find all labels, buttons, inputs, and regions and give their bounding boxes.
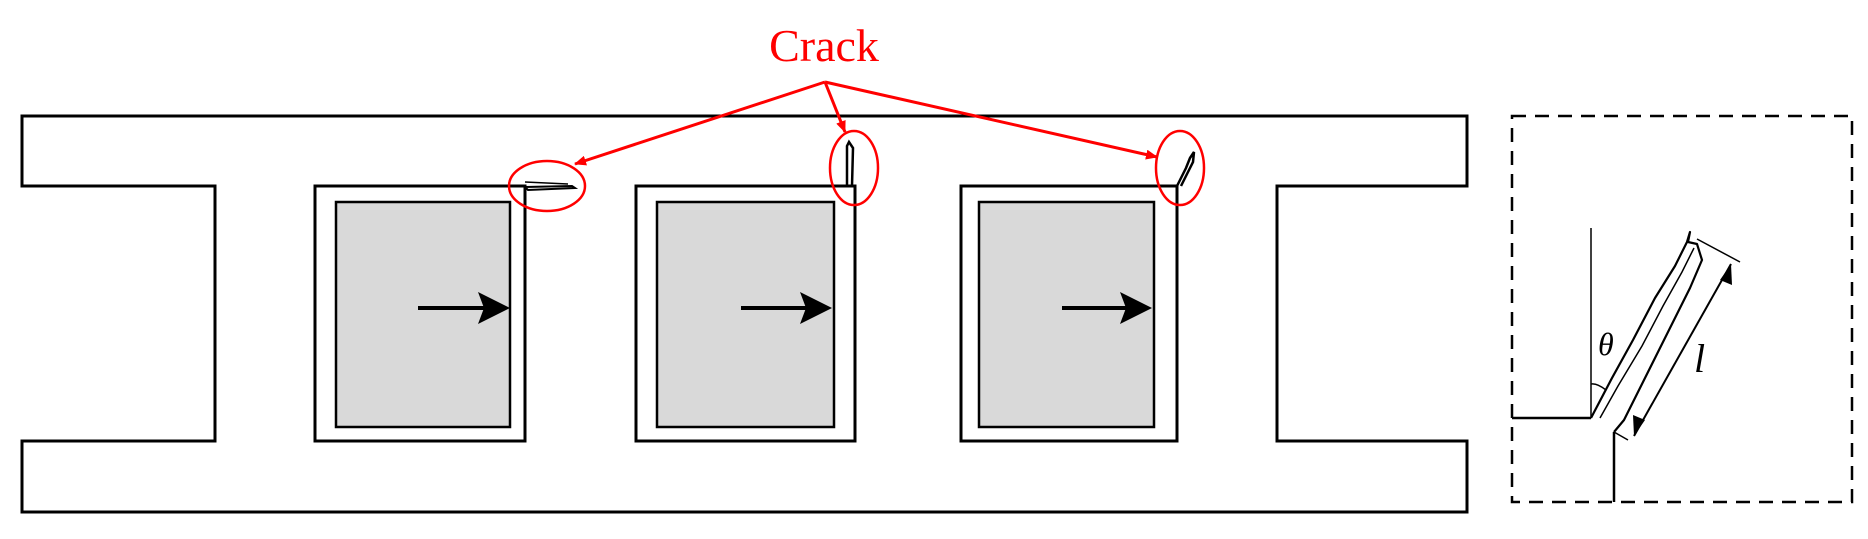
- displacement-arrow-head: [1120, 292, 1152, 324]
- length-arrow-head-top: [1720, 264, 1732, 285]
- crack-highlight-ellipse: [507, 159, 587, 213]
- crack-highlight-ellipse: [828, 129, 880, 207]
- angle-label: θ: [1598, 326, 1614, 362]
- inclusion-cell-2: [634, 184, 857, 443]
- crack-label: Crack: [769, 20, 879, 71]
- leader-arrow-middle: [823, 81, 847, 133]
- length-bracket-bottom: [1613, 431, 1629, 441]
- length-bracket-top: [1696, 238, 1741, 263]
- crack-inclined: [1175, 151, 1196, 187]
- frame-outline: [20, 114, 1469, 514]
- frame-structure: [20, 114, 1469, 514]
- crack-detail-inset: θ l: [1510, 114, 1854, 504]
- inclusion-cell-1: [313, 184, 527, 443]
- length-label: l: [1694, 336, 1705, 381]
- leader-arrow-left: [574, 80, 826, 166]
- inclusion-cell-3: [959, 184, 1179, 443]
- crack-vertical: [845, 139, 855, 187]
- length-arrow-head-bottom: [1633, 415, 1645, 436]
- crack-horizontal: [522, 181, 579, 192]
- gray-inclusion: [334, 200, 512, 429]
- length-dimension-line: [1633, 263, 1732, 437]
- leader-arrow-right: [824, 80, 1158, 160]
- displacement-arrow-head: [478, 292, 510, 324]
- detail-crack-band: [1590, 230, 1704, 433]
- angle-arc: [1590, 383, 1607, 391]
- displacement-arrow-head: [800, 292, 832, 324]
- crack-highlight-ellipse: [1154, 129, 1206, 207]
- detail-dashed-border: [1510, 114, 1854, 504]
- detail-crack-inner-edge: [1599, 247, 1695, 419]
